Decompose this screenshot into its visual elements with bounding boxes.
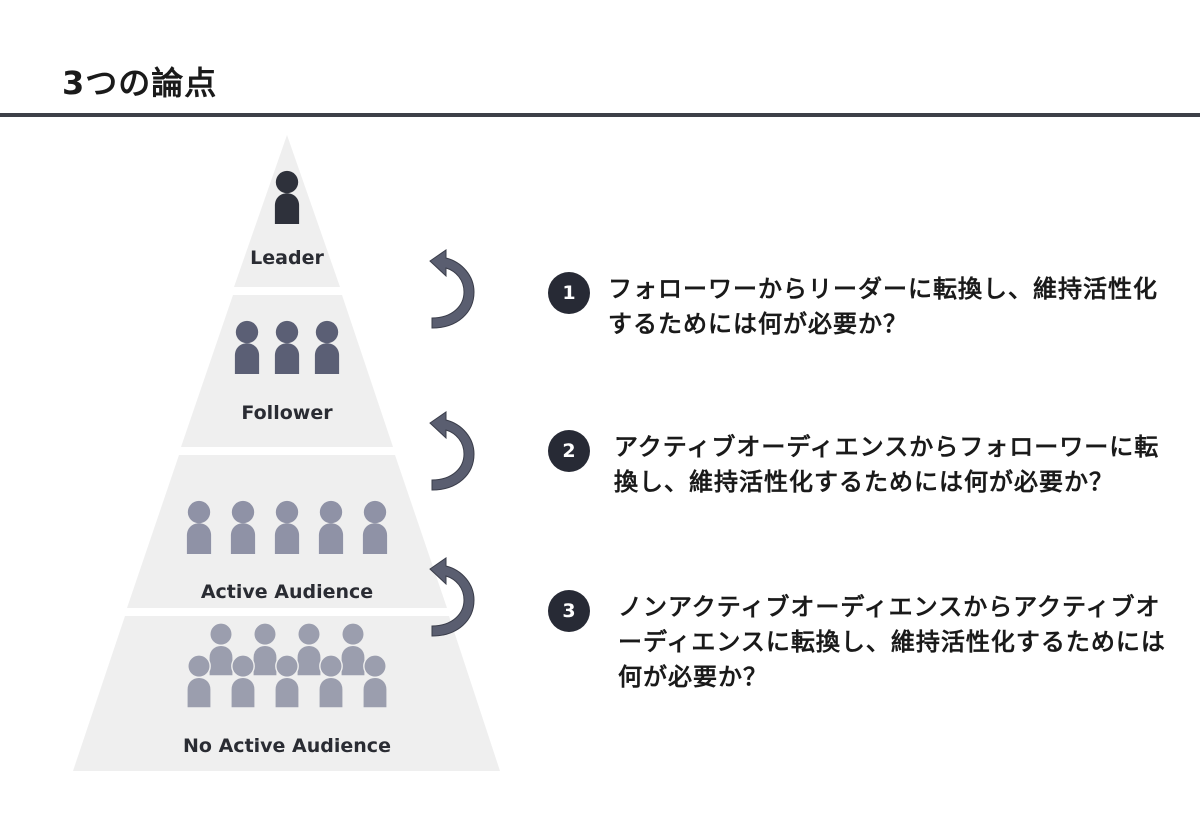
question-text: フォローワーからリーダーに転換し、維持活性化するためには何が必要か？ bbox=[608, 275, 1158, 338]
person-icon bbox=[340, 622, 366, 676]
question-item-2: 2 アクティブオーディエンスからフォローワーに転換し、維持活性化するためには何が… bbox=[548, 430, 1168, 500]
tier-label-follower: Follower bbox=[241, 402, 333, 424]
tier-label-active-audience: Active Audience bbox=[201, 581, 373, 603]
curved-arrow-icon bbox=[429, 557, 475, 637]
tier-label-no-active-audience: No Active Audience bbox=[183, 735, 391, 757]
person-icon bbox=[318, 654, 344, 708]
question-item-1: 1 フォローワーからリーダーに転換し、維持活性化するためには何が必要か？ bbox=[548, 272, 1168, 342]
number-badge: 3 bbox=[548, 590, 590, 632]
person-icon bbox=[296, 622, 322, 676]
curved-arrow-icon bbox=[429, 411, 475, 491]
question-item-3: 3 ノンアクティブオーディエンスからアクティブオーディエンスに転換し、維持活性化… bbox=[548, 590, 1168, 695]
person-icon bbox=[362, 654, 388, 708]
page-title: 3つの論点 bbox=[62, 64, 218, 102]
tier-label-leader: Leader bbox=[250, 247, 324, 269]
person-icon bbox=[186, 500, 212, 554]
person-icon bbox=[252, 622, 278, 676]
person-icon bbox=[230, 654, 256, 708]
person-icon bbox=[274, 170, 300, 224]
leader-people bbox=[274, 170, 300, 224]
person-icon bbox=[318, 500, 344, 554]
person-icon bbox=[314, 320, 340, 374]
person-icon bbox=[208, 622, 234, 676]
person-icon bbox=[234, 320, 260, 374]
number-badge: 1 bbox=[548, 272, 590, 314]
question-text: アクティブオーディエンスからフォローワーに転換し、維持活性化するためには何が必要… bbox=[614, 433, 1160, 496]
person-icon bbox=[274, 654, 300, 708]
person-icon bbox=[274, 500, 300, 554]
person-icon bbox=[274, 320, 300, 374]
person-icon bbox=[362, 500, 388, 554]
title-divider bbox=[0, 113, 1200, 117]
question-text: ノンアクティブオーディエンスからアクティブオーディエンスに転換し、維持活性化する… bbox=[618, 593, 1166, 691]
number-badge: 2 bbox=[548, 430, 590, 472]
curved-arrow-icon bbox=[429, 249, 475, 329]
person-icon bbox=[186, 654, 212, 708]
person-icon bbox=[230, 500, 256, 554]
transition-arrows bbox=[429, 249, 475, 637]
follower-people bbox=[234, 320, 340, 374]
